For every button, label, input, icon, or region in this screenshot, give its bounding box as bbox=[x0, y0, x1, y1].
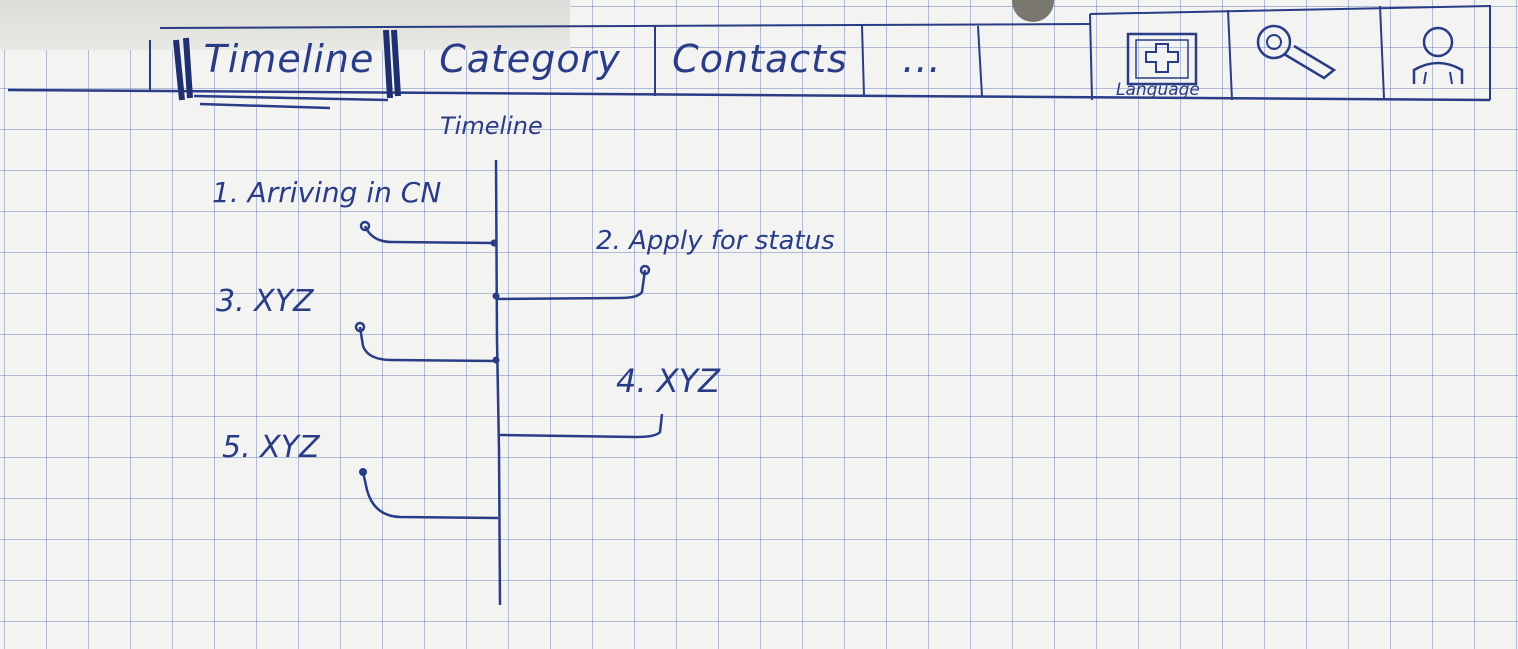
search-icon bbox=[1256, 24, 1337, 80]
language-icon bbox=[1126, 32, 1198, 86]
event-2-connector bbox=[495, 269, 647, 301]
event-2-label: 2. Apply for status bbox=[596, 226, 835, 256]
event-1-connector bbox=[363, 225, 495, 245]
event-5-marker bbox=[359, 468, 367, 476]
event-2-marker bbox=[639, 264, 651, 276]
photo-glare-patch bbox=[0, 0, 570, 50]
tab-more[interactable]: ... bbox=[872, 30, 972, 88]
tab-timeline[interactable]: Timeline bbox=[196, 30, 382, 88]
profile-button[interactable] bbox=[1388, 22, 1488, 96]
pin-head bbox=[1012, 0, 1054, 22]
event-4-connector bbox=[499, 413, 664, 439]
language-caption: Language bbox=[1116, 80, 1200, 100]
event-3-label: 3. XYZ bbox=[216, 284, 314, 319]
timeline-title: Timeline bbox=[440, 112, 543, 140]
event-2-axis-dot bbox=[492, 292, 500, 300]
tab-more-label: ... bbox=[902, 37, 942, 81]
event-1-axis-dot bbox=[490, 239, 498, 247]
tab-contacts[interactable]: Contacts bbox=[664, 30, 856, 88]
event-3-axis-dot bbox=[492, 356, 500, 364]
timeline-axis bbox=[494, 159, 502, 606]
event-5-connector bbox=[361, 471, 499, 520]
user-icon bbox=[1412, 26, 1464, 85]
tab-contacts-label: Contacts bbox=[672, 37, 848, 81]
tab-timeline-label: Timeline bbox=[203, 37, 375, 81]
event-1-label: 1. Arriving in CN bbox=[212, 176, 442, 209]
event-5-label: 5. XYZ bbox=[222, 430, 320, 465]
event-4-label: 4. XYZ bbox=[616, 362, 721, 400]
event-3-marker bbox=[354, 321, 366, 333]
event-3-connector bbox=[358, 326, 497, 363]
search-button[interactable] bbox=[1234, 22, 1378, 96]
tab-category-label: Category bbox=[439, 37, 621, 81]
language-button[interactable] bbox=[1100, 22, 1224, 96]
tab-category[interactable]: Category bbox=[410, 30, 650, 88]
event-1-marker bbox=[359, 220, 371, 232]
